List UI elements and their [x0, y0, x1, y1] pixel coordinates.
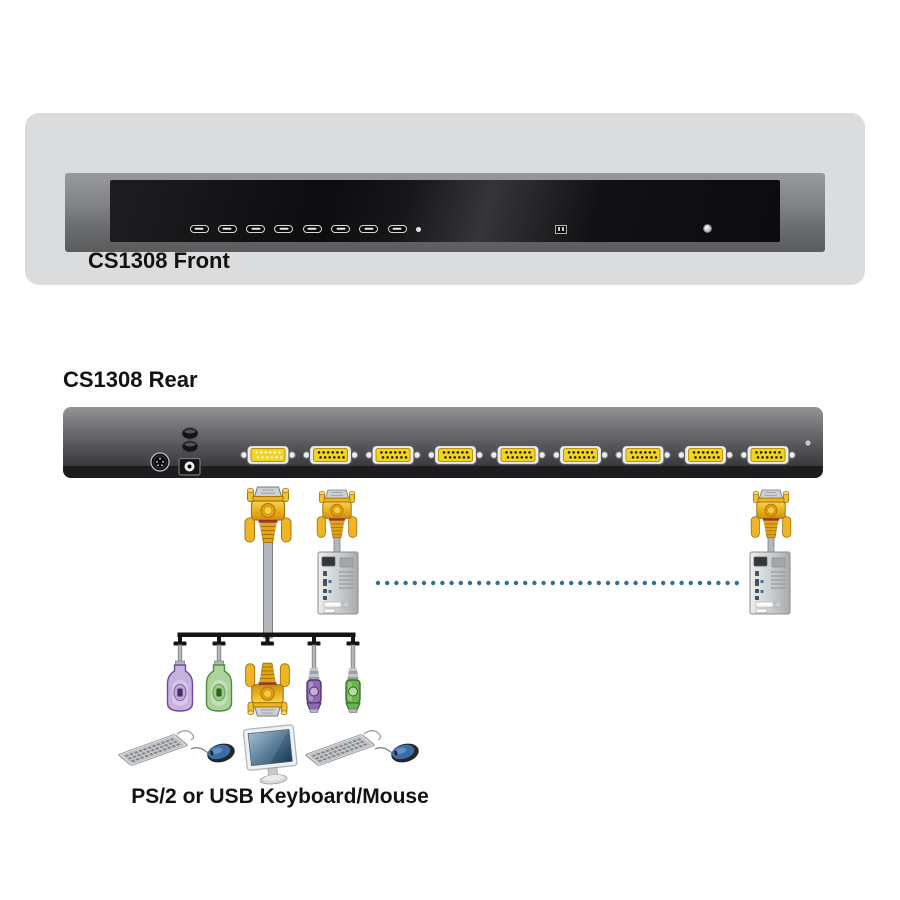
rocker-switch — [181, 427, 199, 453]
port-select-button-7 — [359, 225, 379, 233]
computer-1-link — [316, 489, 359, 615]
console-vga-port — [240, 444, 296, 466]
port-select-button-1 — [189, 225, 209, 233]
mouse-2 — [374, 740, 422, 766]
vga-console-connector — [245, 662, 290, 717]
splitter-bar — [177, 632, 356, 637]
ps2-mouse-connector — [345, 667, 361, 713]
monitor — [242, 724, 298, 785]
diagram-caption: PS/2 or USB Keyboard/Mouse — [131, 785, 429, 808]
rear-title: CS1308 Rear — [63, 367, 198, 392]
cpu-vga-port-2 — [365, 444, 421, 466]
reset-pinhole — [415, 226, 421, 232]
computer-1-vga-plug — [316, 489, 358, 539]
computer-2-vga-plug — [750, 489, 792, 539]
port-select-button-8 — [387, 225, 407, 233]
port-select-button-3 — [246, 225, 266, 233]
console-cable — [244, 486, 292, 639]
cpu-vga-port-8 — [740, 444, 796, 466]
cpu-vga-port-7 — [677, 444, 734, 466]
computer-1 — [317, 551, 359, 615]
power-jack — [178, 457, 201, 476]
port-select-button-2 — [217, 225, 237, 233]
port-select-button-6 — [331, 225, 350, 233]
grounding-dot — [805, 440, 811, 446]
computer-2 — [749, 551, 791, 615]
console-splitter — [166, 632, 361, 717]
power-led — [702, 224, 712, 233]
ps2-keyboard-connector — [306, 667, 322, 713]
front-title: CS1308 Front — [88, 248, 230, 273]
usb-keyboard-connector — [166, 660, 194, 712]
usb-port — [555, 224, 567, 234]
port-select-button-4 — [274, 225, 294, 233]
console-vga-plug — [244, 486, 292, 544]
port-select-button-5 — [302, 225, 322, 233]
cpu-vga-port-1 — [302, 444, 359, 466]
mouse-1 — [190, 740, 238, 766]
cpu-vga-port-3 — [427, 444, 484, 466]
rear-panel — [63, 407, 823, 478]
front-faceplate — [110, 180, 780, 242]
usb-mouse-connector — [205, 660, 233, 712]
keyboard-2 — [303, 729, 382, 768]
cpu-vga-port-4 — [490, 444, 546, 466]
keyboard-1 — [116, 729, 195, 768]
daisy-chain-port — [150, 452, 170, 472]
cpu-vga-port-6 — [615, 444, 671, 466]
cpu-vga-port-5 — [552, 444, 609, 466]
daisy-dotted-line — [375, 580, 739, 586]
computer-2-link — [749, 489, 792, 615]
